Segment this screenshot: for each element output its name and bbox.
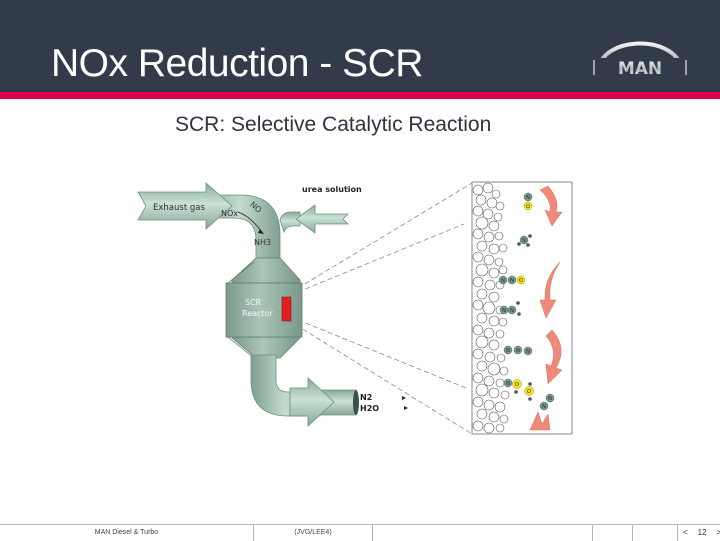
urea-label: urea solution: [302, 185, 362, 194]
scr-reactor: SCR Reactor: [225, 257, 303, 359]
footer-company: MAN Diesel & Turbo: [94, 529, 159, 536]
arrowhead-icon: [258, 229, 264, 234]
outlet-pipe: [250, 354, 359, 427]
catalyst-pellets: [472, 182, 510, 434]
svg-text:N: N: [506, 348, 510, 354]
catalyst-marker: [281, 296, 292, 322]
svg-text:N: N: [548, 396, 552, 402]
page-title: NOx Reduction - SCR: [51, 42, 423, 85]
footer: MAN Diesel & Turbo (JVG/LEE4) <12 >: [0, 524, 720, 541]
svg-text:N: N: [526, 195, 530, 201]
slide-subtitle: SCR: Selective Catalytic Reaction: [175, 113, 492, 136]
svg-text:O: O: [515, 382, 519, 388]
svg-text:N: N: [501, 278, 505, 284]
h2o-label: H2O: [360, 404, 379, 413]
small-arrow-icon: [402, 396, 406, 400]
svg-text:MAN: MAN: [618, 59, 662, 79]
man-logo-icon: MAN: [593, 41, 687, 79]
prev-page-button[interactable]: <: [683, 528, 688, 537]
svg-text:O: O: [527, 389, 531, 395]
flow-arrows: [529, 185, 563, 431]
header-accent-stripe: [0, 92, 720, 99]
catalyst-closeup: N O N N N O N N N N N N O O N N: [471, 181, 573, 435]
urea-arrow-icon: [295, 204, 349, 234]
svg-text:N: N: [522, 238, 526, 244]
svg-text:N: N: [502, 308, 506, 314]
svg-text:N: N: [510, 308, 514, 314]
svg-text:N: N: [510, 278, 514, 284]
n2-label: N2: [360, 393, 372, 402]
small-arrow-icon: [404, 406, 408, 410]
footer-blank-cell: [592, 525, 632, 541]
exhaust-gas-arrow: Exhaust gas: [137, 182, 233, 230]
svg-text:Exhaust gas: Exhaust gas: [153, 203, 205, 213]
footer-author-code: (JVG/LEE4): [253, 525, 372, 541]
header-band: NOx Reduction - SCR MAN: [0, 0, 720, 92]
svg-text:N: N: [516, 348, 520, 354]
molecules: N O N N N O N N N N N N O O N N: [498, 192, 555, 411]
nox-label: NOx: [221, 209, 238, 218]
page-navigator: <12 >: [677, 525, 720, 541]
svg-text:O: O: [526, 204, 530, 210]
next-page-button[interactable]: >: [716, 528, 720, 537]
svg-text:O: O: [519, 278, 523, 284]
zoom-lines: [295, 182, 473, 435]
svg-text:N: N: [506, 381, 510, 387]
page-number: 12: [697, 528, 707, 537]
svg-text:Reactor: Reactor: [242, 309, 273, 318]
outlet-arrow-icon: [289, 377, 335, 427]
footer-blank-cell: [632, 525, 677, 541]
scr-diagram: Exhaust gas NOx NO NH3 urea solution SCR…: [137, 181, 573, 435]
svg-text:N: N: [542, 404, 546, 410]
nh3-label: NH3: [254, 238, 271, 247]
svg-text:SCR: SCR: [245, 298, 262, 307]
urea-inlet: [279, 204, 349, 234]
svg-text:N: N: [526, 349, 530, 355]
footer-blank-cell: [372, 525, 592, 541]
